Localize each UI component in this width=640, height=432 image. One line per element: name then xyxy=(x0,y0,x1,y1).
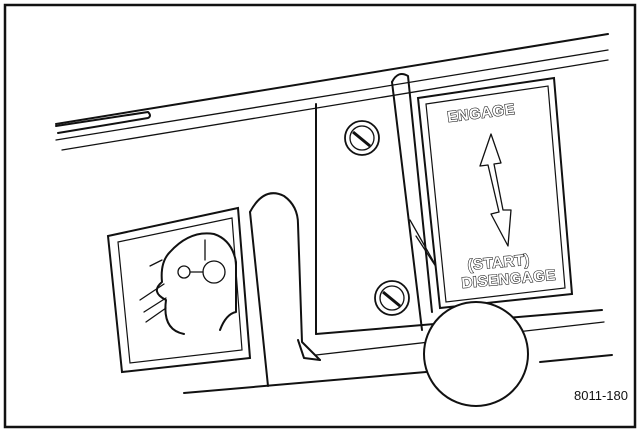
double-arrow-icon xyxy=(479,133,512,247)
start-label: (START) xyxy=(467,252,531,274)
eye-protection-icon xyxy=(106,206,252,374)
magnifier-circle-icon xyxy=(423,301,529,407)
screw-icon-top xyxy=(344,120,380,156)
mounting-plate xyxy=(183,103,613,394)
screw-icon-bottom xyxy=(374,280,410,316)
chassis-top-rail xyxy=(55,33,609,151)
label-panel: ENGAGE (START) DISENGAGE xyxy=(416,76,574,310)
figure-id: 8011-180 xyxy=(574,388,628,403)
latch-hook xyxy=(249,192,321,387)
figure-border xyxy=(3,3,637,429)
